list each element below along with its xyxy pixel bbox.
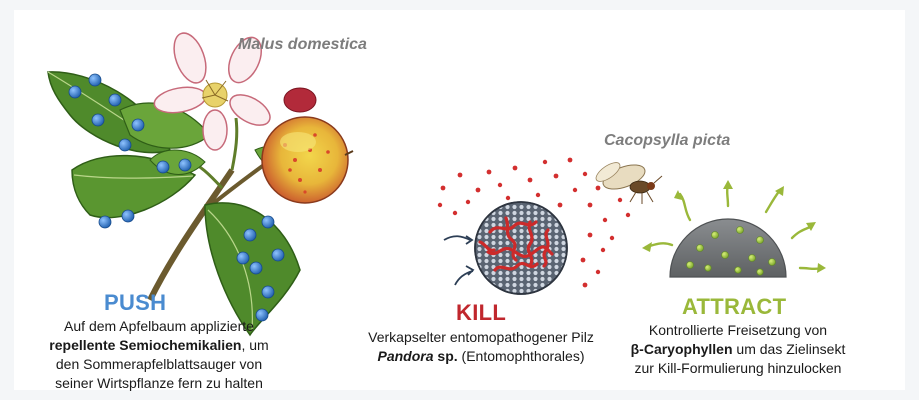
attract-line-2-rest: um das Zielinsekt [733, 341, 846, 357]
apple-branch-illustration-icon [48, 29, 353, 335]
kill-description: Verkapselter entomopathogener Pilz Pando… [358, 328, 604, 366]
kill-line-2: Pandora sp. (Entomophthorales) [358, 347, 604, 366]
attract-line-2: β-Caryophyllen um das Zielinsekt [610, 340, 866, 359]
kill-line-1: Verkapselter entomopathogener Pilz [358, 328, 604, 347]
apple-fruit [262, 117, 353, 203]
push-line-2-rest: , um [241, 337, 268, 353]
push-line-4: seiner Wirtspflanze fern zu halten [14, 374, 304, 393]
attract-line-1: Kontrollierte Freisetzung von [610, 321, 866, 340]
attract-line-2-bold: β-Caryophyllen [631, 341, 733, 357]
push-line-2: repellente Semiochemikalien, um [14, 336, 304, 355]
push-line-2-bold: repellente Semiochemikalien [49, 337, 241, 353]
psyllid-insect-icon [593, 159, 662, 204]
kill-heading: KILL [456, 300, 506, 326]
kill-sp: sp. [434, 348, 458, 364]
attract-description: Kontrollierte Freisetzung von β-Caryophy… [610, 321, 866, 378]
kill-genus: Pandora [378, 348, 434, 364]
push-heading: PUSH [104, 290, 166, 316]
push-line-1: Auf dem Apfelbaum applizierte [14, 317, 304, 336]
attractant-dispenser-icon [670, 219, 786, 277]
attract-line-3: zur Kill-Formulierung hinzulocken [610, 359, 866, 378]
host-plant-label: Malus domestica [238, 36, 367, 54]
push-line-3: den Sommerapfelblattsauger von [14, 355, 304, 374]
kill-order: (Entomophthorales) [458, 348, 585, 364]
attract-heading: ATTRACT [682, 294, 786, 320]
target-insect-label: Cacopsylla picta [604, 132, 730, 150]
push-description: Auf dem Apfelbaum applizierte repellente… [14, 317, 304, 393]
airflow-arrows [444, 236, 473, 285]
fungal-capsule-icon [475, 202, 567, 294]
